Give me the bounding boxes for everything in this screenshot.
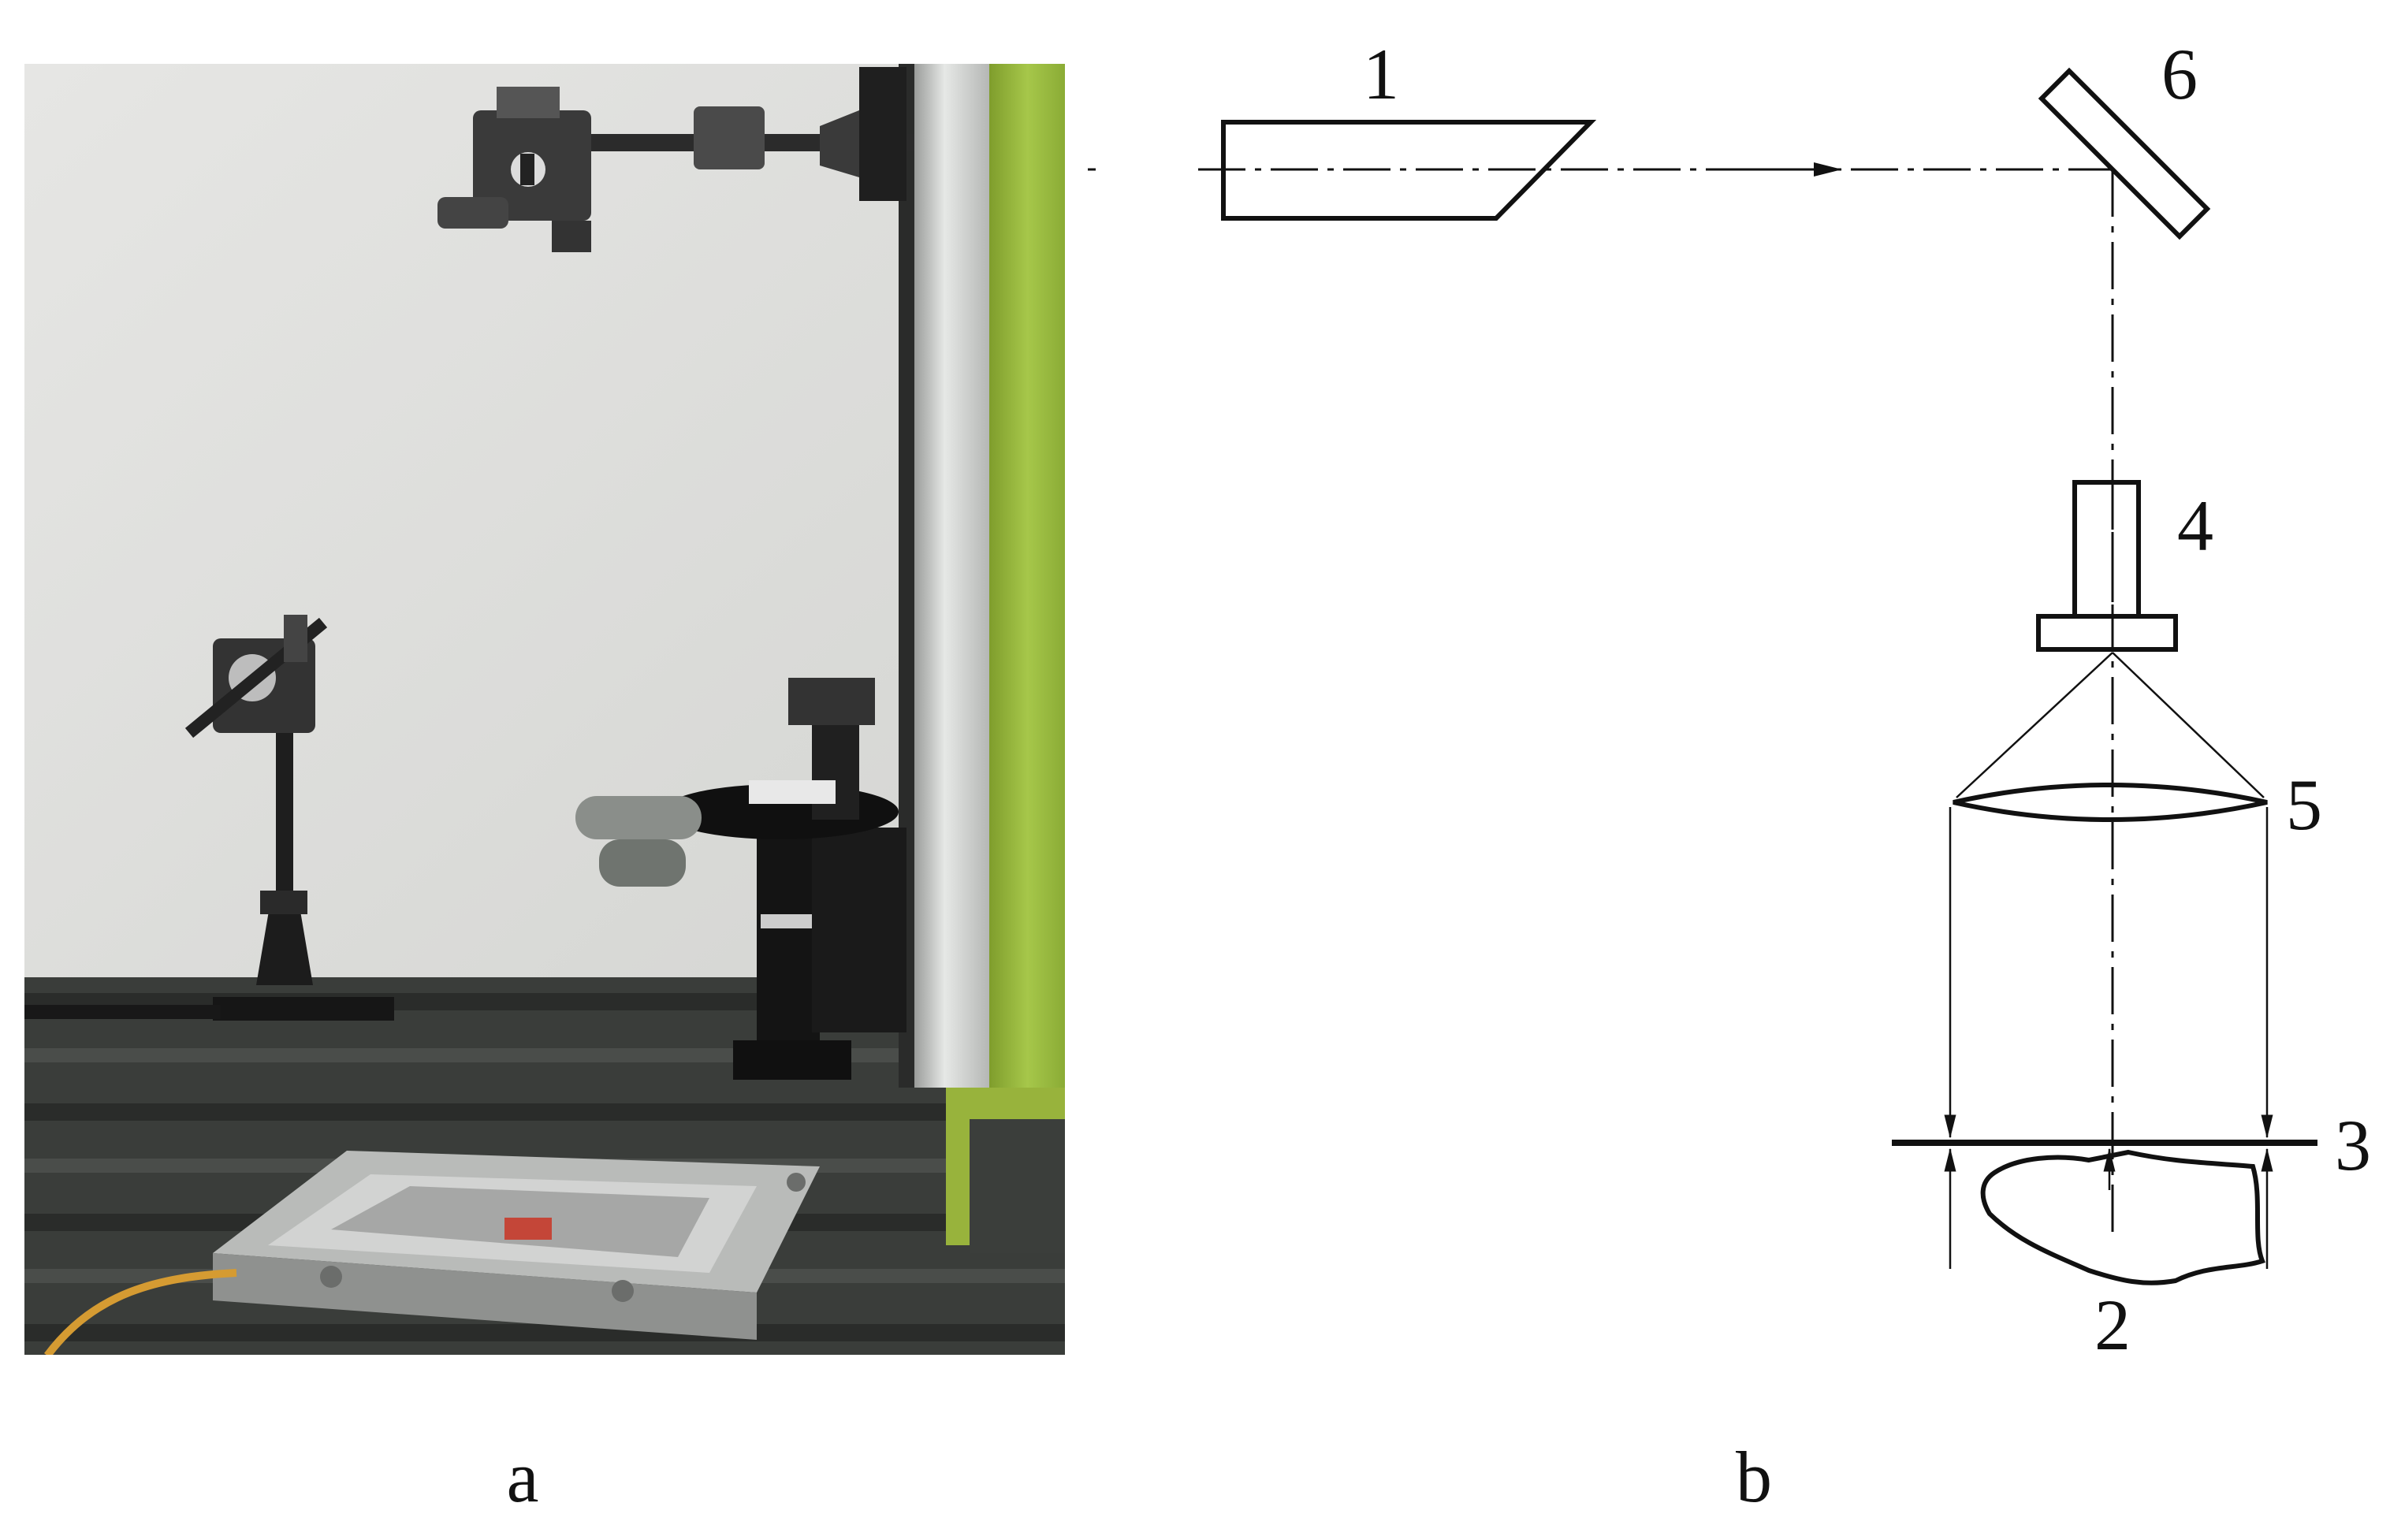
- callout-beam-expander: 4: [2177, 485, 2213, 566]
- photo-fixture-plate: [44, 1151, 820, 1356]
- schematic-panel: 1 6 4 5 3 2: [1088, 34, 2371, 1365]
- measurement-arrows: [1944, 1148, 2273, 1269]
- photo-machine-column: [899, 63, 1066, 1253]
- photo-upper-mount: [437, 67, 914, 252]
- photo-panel: [23, 62, 1067, 1356]
- callout-plate: 3: [2335, 1105, 2371, 1185]
- callout-lens: 5: [2286, 764, 2322, 845]
- callout-workpiece: 2: [2094, 1285, 2131, 1365]
- photo-left-stand: [24, 615, 394, 1021]
- workpiece-outline: [1980, 1149, 2265, 1285]
- collimating-lens: [1953, 783, 2268, 822]
- diverging-rays: [1956, 652, 2265, 798]
- panel-label-b: b: [1736, 1437, 1772, 1517]
- callout-laser: 1: [1363, 34, 1399, 114]
- beam-path: [1088, 162, 2114, 1233]
- beam-expander: [2036, 480, 2178, 652]
- callout-mirror: 6: [2161, 34, 2198, 114]
- parallel-rays: [1944, 807, 2273, 1139]
- panel-label-a: a: [507, 1437, 539, 1517]
- photo-right-stand: [575, 678, 906, 1080]
- turning-mirror: [2038, 67, 2211, 240]
- laser-source: [1221, 120, 1597, 221]
